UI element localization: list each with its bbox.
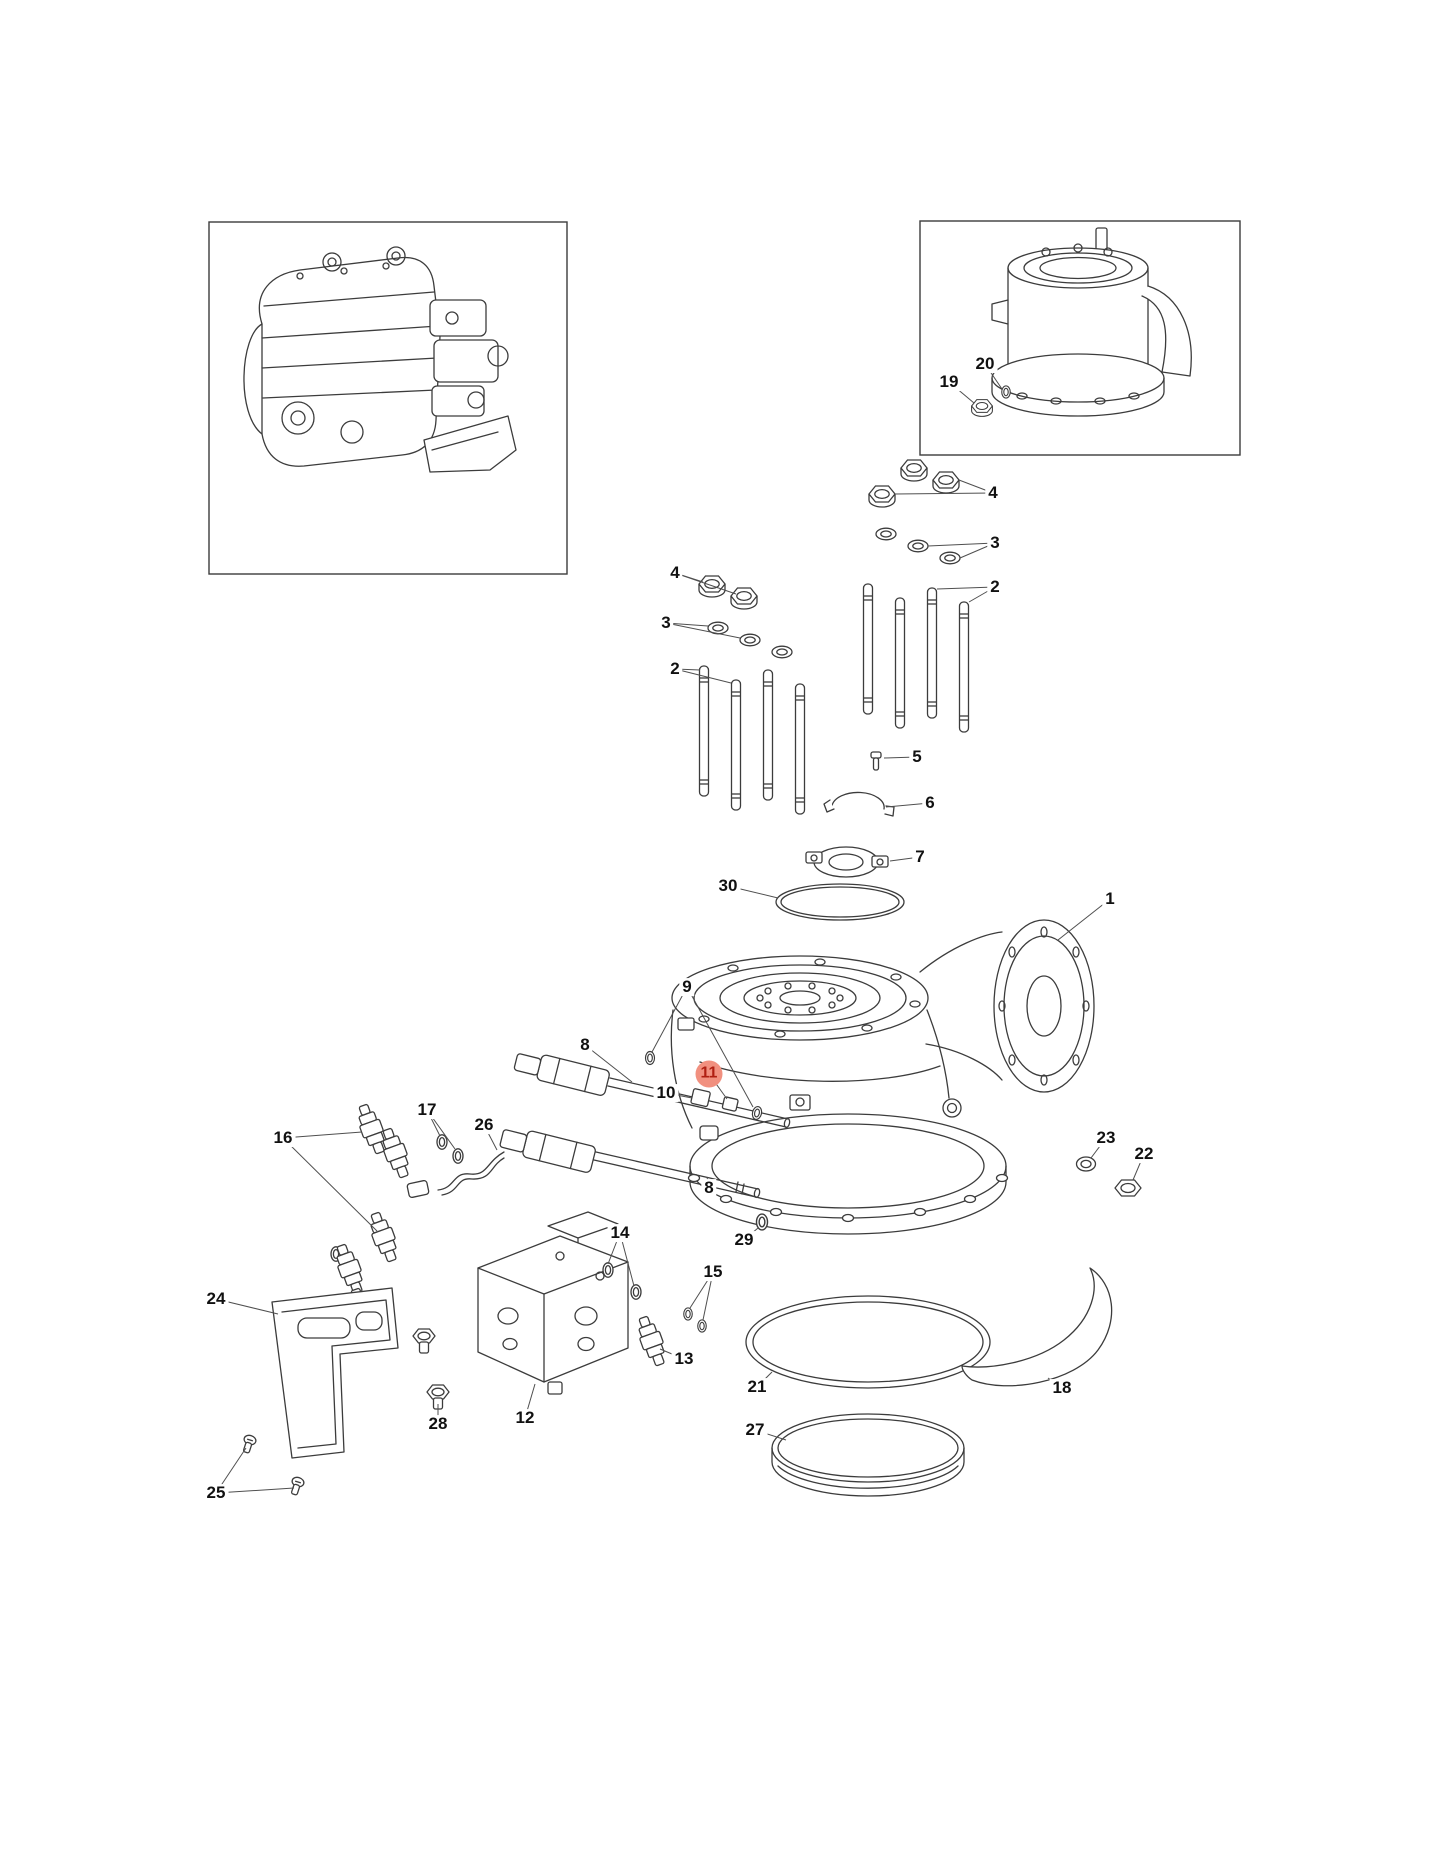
callout-12[interactable]: 12 <box>512 1409 538 1427</box>
large-oring-drawing <box>745 1295 991 1389</box>
callout-22[interactable]: 22 <box>1131 1145 1157 1163</box>
callout-17[interactable]: 17 <box>414 1101 440 1119</box>
bolt-5 <box>870 751 882 771</box>
gasket-drawing <box>961 1267 1113 1387</box>
callout-4-right[interactable]: 4 <box>985 484 1001 502</box>
fitting-11 <box>721 1096 739 1112</box>
leader-line-3-right <box>927 542 996 547</box>
callout-5[interactable]: 5 <box>909 748 925 766</box>
sensor-lower-drawing <box>499 1129 761 1199</box>
leader-line-8-upper <box>584 1044 633 1083</box>
callout-29[interactable]: 29 <box>731 1231 757 1249</box>
band-ring-drawing <box>771 1413 965 1497</box>
o-ring-23 <box>1075 1156 1097 1172</box>
plug-and-oring-right <box>1075 1156 1142 1197</box>
callout-25[interactable]: 25 <box>203 1484 229 1502</box>
callout-18[interactable]: 18 <box>1049 1379 1075 1397</box>
callout-1[interactable]: 1 <box>1102 890 1118 908</box>
leader-line-16 <box>282 1131 363 1139</box>
callout-23[interactable]: 23 <box>1093 1129 1119 1147</box>
callout-2-left[interactable]: 2 <box>667 660 683 678</box>
callout-3-right[interactable]: 3 <box>987 534 1003 552</box>
leader-line-9 <box>686 986 754 1108</box>
inset-transmission-drawing <box>243 246 517 473</box>
leader-line-2-left <box>674 668 732 684</box>
callout-16[interactable]: 16 <box>270 1129 296 1147</box>
callout-15[interactable]: 15 <box>700 1263 726 1281</box>
callout-14[interactable]: 14 <box>607 1224 633 1242</box>
main-housing-drawing <box>670 919 1095 1235</box>
bracket-7 <box>805 846 889 878</box>
leader-line-4-left <box>674 572 737 595</box>
sensor-cable-drawing <box>406 1151 505 1199</box>
callout-30[interactable]: 30 <box>715 877 741 895</box>
callout-4-left[interactable]: 4 <box>667 564 683 582</box>
callout-13[interactable]: 13 <box>671 1350 697 1368</box>
leader-line-16 <box>282 1137 379 1233</box>
plug-22 <box>1114 1179 1142 1197</box>
leader-line-4-right <box>894 492 994 495</box>
callout-7[interactable]: 7 <box>912 848 928 866</box>
valve-block-drawing <box>330 1211 707 1410</box>
callout-11-highlighted[interactable]: 11 <box>695 1060 723 1088</box>
inset-transmission-frame <box>208 221 568 575</box>
mounting-plate-drawing <box>271 1287 399 1459</box>
callout-10[interactable]: 10 <box>653 1084 679 1102</box>
leader-line-25 <box>215 1487 295 1494</box>
callout-9[interactable]: 9 <box>679 978 695 996</box>
inset-housing-drawing <box>991 227 1192 417</box>
callout-8-lower[interactable]: 8 <box>701 1179 717 1197</box>
callout-20[interactable]: 20 <box>972 355 998 373</box>
leader-line-9 <box>651 986 688 1053</box>
top-flange <box>671 955 929 1041</box>
callout-3-left[interactable]: 3 <box>658 614 674 632</box>
inset-housing-frame <box>919 220 1241 456</box>
callout-26[interactable]: 26 <box>471 1116 497 1134</box>
clamp-6 <box>831 791 885 810</box>
leader-line-2-right <box>936 586 996 590</box>
sensor-upper-drawing <box>513 1050 791 1129</box>
o-ring-30 <box>775 883 905 921</box>
callout-19[interactable]: 19 <box>936 373 962 391</box>
small-parts-column <box>775 751 905 921</box>
callout-8-upper[interactable]: 8 <box>577 1036 593 1054</box>
callout-6[interactable]: 6 <box>922 794 938 812</box>
callout-28[interactable]: 28 <box>425 1415 451 1433</box>
leader-line-1 <box>1057 898 1111 941</box>
valve-block-body <box>477 1235 629 1383</box>
callout-24[interactable]: 24 <box>203 1290 229 1308</box>
fitting-10 <box>690 1088 711 1108</box>
callout-27[interactable]: 27 <box>742 1421 768 1439</box>
leader-line-3-left <box>665 622 741 639</box>
callout-21[interactable]: 21 <box>744 1378 770 1396</box>
callout-2-right[interactable]: 2 <box>987 578 1003 596</box>
